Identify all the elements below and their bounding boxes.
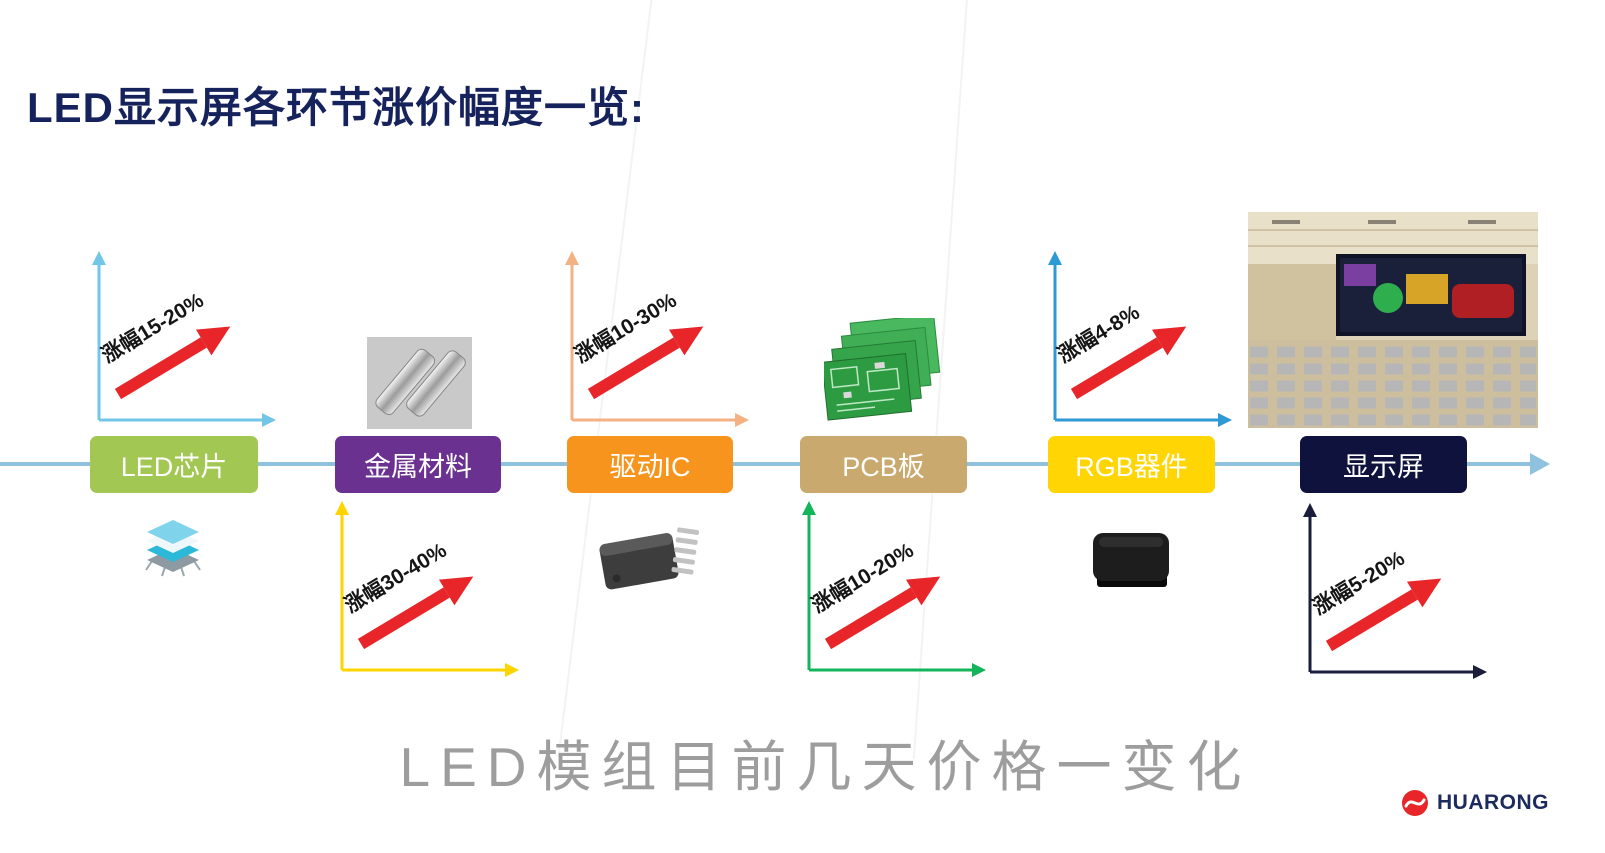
rgb-component-image <box>1087 525 1175 598</box>
driver-ic-image <box>596 520 708 605</box>
stage-box-rgb: RGB器件 <box>1048 436 1215 493</box>
axis-chart-svg <box>92 251 276 427</box>
red-up-arrow <box>114 326 231 400</box>
huarong-logo: HUARONG <box>1400 788 1549 818</box>
stage-label: PCB板 <box>842 452 925 482</box>
red-up-arrow <box>357 576 474 650</box>
red-up-arrow <box>824 576 941 650</box>
stage-box-display: 显示屏 <box>1300 436 1467 493</box>
price-rise-chart-metal: 涨幅30-40% <box>328 498 523 683</box>
ic-chip-icon <box>599 527 700 590</box>
pcb-stack-icon <box>821 313 941 421</box>
price-rise-chart-driver-ic: 涨幅10-30% <box>558 248 753 433</box>
stage-label: 金属材料 <box>364 452 472 482</box>
bottom-caption: LED模组目前几天价格一变化 <box>399 736 1252 798</box>
stage-label: LED芯片 <box>120 452 228 482</box>
display-screen-photo <box>1248 212 1538 433</box>
red-up-arrow <box>1325 578 1442 652</box>
stage-label: 显示屏 <box>1343 452 1424 482</box>
pcb-board-image <box>821 313 946 433</box>
led-hall-photo-icon <box>1248 212 1538 428</box>
price-rise-chart-display: 涨幅5-20% <box>1296 500 1491 685</box>
axis-chart-svg <box>335 501 519 677</box>
red-up-arrow <box>587 326 704 400</box>
flow-connector-line <box>0 462 1532 466</box>
stage-label: RGB器件 <box>1075 452 1188 482</box>
axis-chart-svg <box>1048 251 1232 427</box>
axis-chart-svg <box>1303 503 1487 679</box>
price-rise-chart-pcb: 涨幅10-20% <box>795 498 990 683</box>
red-up-arrow <box>1070 326 1187 400</box>
metal-rods-icon <box>367 337 472 429</box>
rgb-smd-icon <box>1093 533 1169 587</box>
price-rise-chart-rgb: 涨幅4-8% <box>1041 248 1236 433</box>
price-rise-chart-led-chip: 涨幅15-20% <box>85 248 280 433</box>
axis-chart-svg <box>802 501 986 677</box>
stage-label: 驱动IC <box>609 452 691 482</box>
led-chip-3d-icon <box>145 520 201 577</box>
stage-box-led-chip: LED芯片 <box>90 436 258 493</box>
huarong-logo-icon <box>1402 790 1428 816</box>
axis-chart-svg <box>565 251 749 427</box>
page-title: LED显示屏各环节涨价幅度一览: <box>27 84 645 131</box>
stage-box-pcb: PCB板 <box>800 436 967 493</box>
huarong-logo-text: HUARONG <box>1437 791 1549 814</box>
stage-box-metal: 金属材料 <box>335 436 501 493</box>
led-chip-image <box>140 518 206 585</box>
stage-box-driver-ic: 驱动IC <box>567 436 733 493</box>
metal-material-image <box>367 337 472 434</box>
flow-connector-arrowhead <box>1530 453 1550 475</box>
